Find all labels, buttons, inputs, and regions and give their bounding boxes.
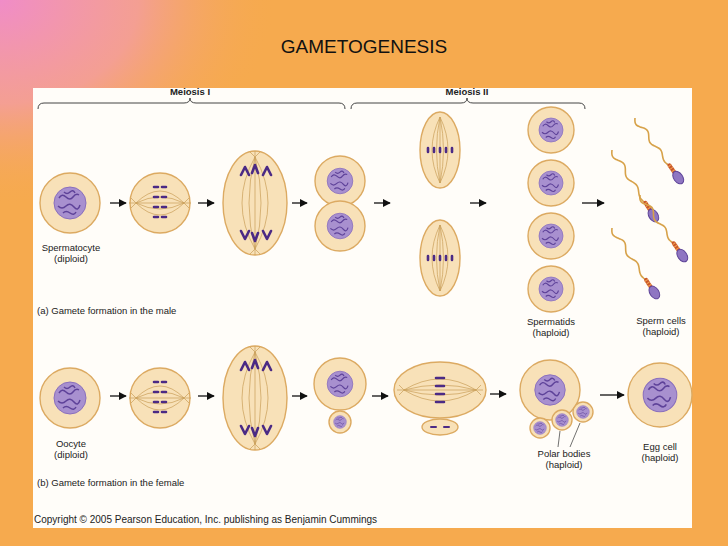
- sperm-group: Sperm cells (haploid): [604, 110, 696, 345]
- cell-label: Sperm cells (haploid): [630, 315, 692, 337]
- nucleus: [577, 406, 590, 419]
- nucleus: [643, 378, 677, 412]
- cell-body: [552, 410, 572, 430]
- leader-line: [558, 431, 560, 447]
- stage-label: Meiosis I: [170, 86, 210, 97]
- sperm-tail: [635, 118, 670, 165]
- panel-caption: (b) Gamete formation in the female: [37, 477, 184, 488]
- figure-panel: [33, 88, 692, 528]
- meiosis-ii-cell: [420, 220, 460, 296]
- dividing-oocyte: [314, 358, 366, 433]
- anaphase-cell: [223, 151, 287, 255]
- stage-arrow: [198, 395, 214, 396]
- egg-cell: Egg cell (haploid): [624, 361, 700, 465]
- anaphase-cell: [223, 346, 287, 450]
- metaphase-cell: [129, 173, 191, 233]
- cell-body: [573, 402, 593, 422]
- spermatid-group: Spermatids (haploid): [520, 105, 582, 345]
- stage-arrow: [292, 202, 307, 203]
- panel-caption: (a) Gamete formation in the male: [37, 305, 176, 316]
- diagram-title: GAMETOGENESIS: [0, 36, 728, 58]
- nucleus: [539, 224, 563, 248]
- cell-label: Spermatocyte (diploid): [38, 242, 104, 264]
- sperm-head: [670, 169, 686, 186]
- nucleus: [539, 277, 563, 301]
- cell-body: [528, 160, 574, 206]
- nucleus: [539, 118, 563, 142]
- cell-label: Spermatids (haploid): [520, 316, 582, 338]
- nucleus: [534, 422, 547, 435]
- cell-body: [528, 266, 574, 312]
- nucleus: [535, 375, 565, 405]
- sperm-tail: [612, 228, 646, 280]
- nucleus: [54, 187, 86, 219]
- stage-arrow: [490, 393, 506, 394]
- meiosis-ii-oocyte: [394, 362, 486, 435]
- nucleus: [556, 414, 569, 427]
- cell-label: Polar bodies (haploid): [528, 448, 600, 470]
- oocyte-cell: Oocyte (diploid): [38, 366, 104, 462]
- cell-body: [528, 213, 574, 259]
- stage-arrow: [292, 395, 307, 396]
- meiosis-ii-cell: [420, 112, 460, 188]
- sperm-head: [675, 247, 690, 264]
- sperm-tail: [612, 150, 646, 203]
- stage-arrow: [600, 394, 624, 395]
- dividing-cell: [315, 156, 365, 251]
- polar-body-stage: Polar bodies (haploid): [518, 358, 600, 482]
- nucleus: [539, 171, 563, 195]
- stage-arrow: [582, 202, 604, 203]
- stage-arrow: [110, 395, 126, 396]
- stage-arrow: [198, 202, 214, 203]
- cell-body: [40, 368, 100, 428]
- cell-body: [520, 360, 580, 420]
- cell-body: [528, 107, 574, 153]
- stage-arrow: [470, 202, 486, 203]
- cell-label: Oocyte (diploid): [46, 438, 96, 460]
- sperm-tail: [640, 195, 674, 243]
- cell-body: [40, 173, 100, 233]
- cell-label: Egg cell (haploid): [632, 441, 688, 463]
- spermatocyte-cell: Spermatocyte (diploid): [38, 172, 104, 268]
- cell-illustration: [520, 105, 582, 345]
- cell-illustration: [604, 110, 696, 345]
- stage-bracket: [38, 98, 345, 109]
- stage-arrow: [374, 202, 390, 203]
- leader-line: [570, 423, 580, 447]
- stage-label: Meiosis II: [446, 86, 489, 97]
- cell-body: [530, 418, 550, 438]
- copyright-note: Copyright © 2005 Pearson Education, Inc.…: [34, 514, 377, 525]
- nucleus: [54, 382, 86, 414]
- metaphase-cell: [129, 368, 191, 428]
- stage-arrow: [372, 395, 388, 396]
- sperm-head: [647, 284, 662, 301]
- cell-body: [628, 363, 692, 427]
- stage-arrow: [110, 202, 126, 203]
